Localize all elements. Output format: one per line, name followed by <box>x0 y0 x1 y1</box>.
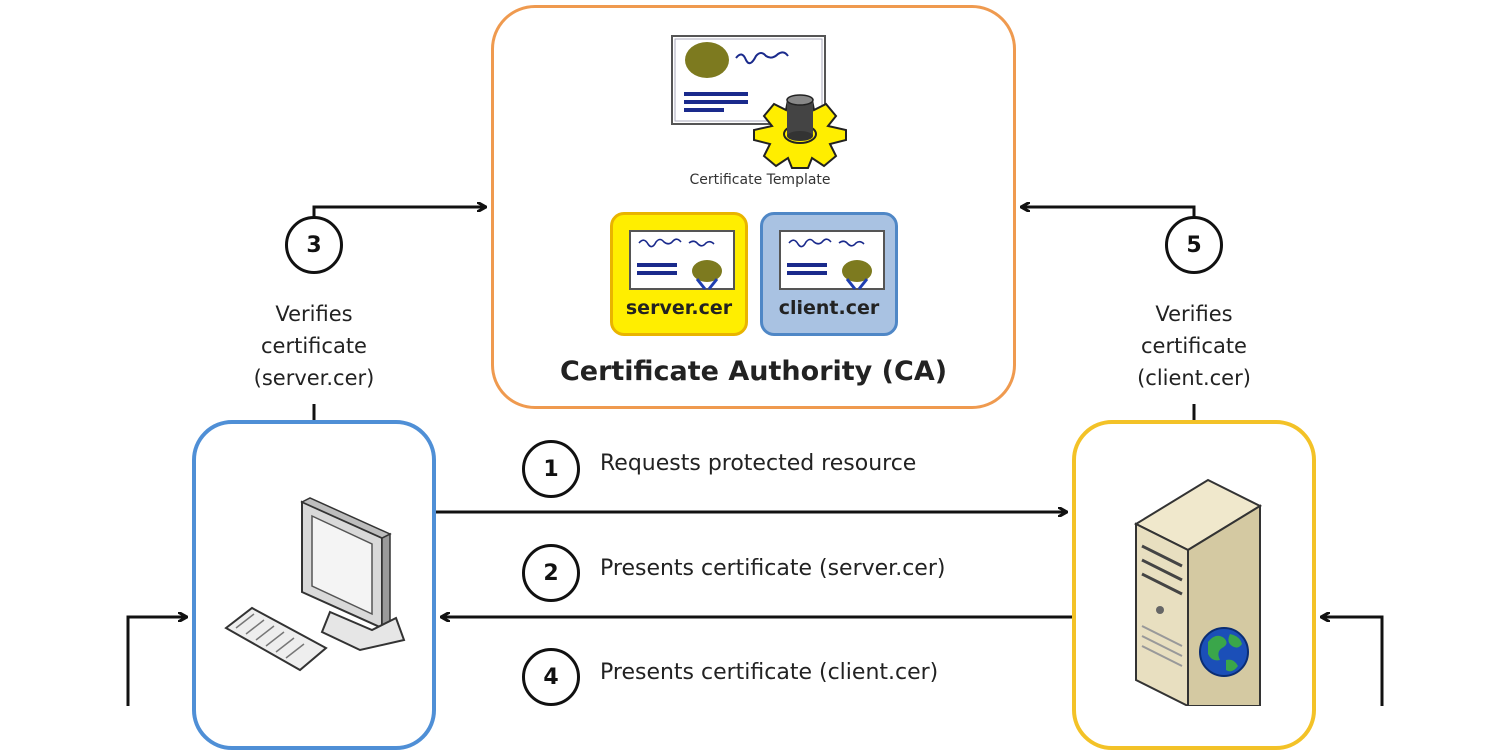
certificate-template-label: Certificate Template <box>689 172 831 188</box>
server-cert-card: server.cer <box>610 212 748 336</box>
step-2-marker: 2 <box>522 544 580 602</box>
client-cert-label: client.cer <box>778 297 880 319</box>
step-3-line-2: certificate <box>261 334 367 358</box>
step-5-label: Verifies certificate (client.cer) <box>1104 298 1284 394</box>
client-return-arrow <box>126 617 186 706</box>
step-2-label: Presents certificate (server.cer) <box>600 556 946 581</box>
computer-icon <box>224 497 406 672</box>
client-cert-card: client.cer <box>760 212 898 336</box>
step-5-line-1: Verifies <box>1155 302 1233 326</box>
step-1-label: Requests protected resource <box>600 451 917 476</box>
step-4-label: Presents certificate (client.cer) <box>600 660 939 685</box>
step-1-marker: 1 <box>522 440 580 498</box>
step-3-line-1: Verifies <box>275 302 353 326</box>
step-3-label: Verifies certificate (server.cer) <box>224 298 404 394</box>
step-5-line-3: (client.cer) <box>1137 366 1251 390</box>
step-5-marker: 5 <box>1165 216 1223 274</box>
step-4-marker: 4 <box>522 648 580 706</box>
server-certificate-icon <box>629 230 735 290</box>
ca-title: Certificate Authority (CA) <box>559 356 948 387</box>
certificate-template-icon <box>671 35 847 169</box>
step-3-line-3: (server.cer) <box>253 366 375 390</box>
server-icon <box>1133 478 1263 706</box>
client-certificate-icon <box>779 230 885 290</box>
server-return-arrow <box>1322 617 1384 706</box>
step-3-marker: 3 <box>285 216 343 274</box>
server-cert-label: server.cer <box>625 297 733 319</box>
step-5-line-2: certificate <box>1141 334 1247 358</box>
